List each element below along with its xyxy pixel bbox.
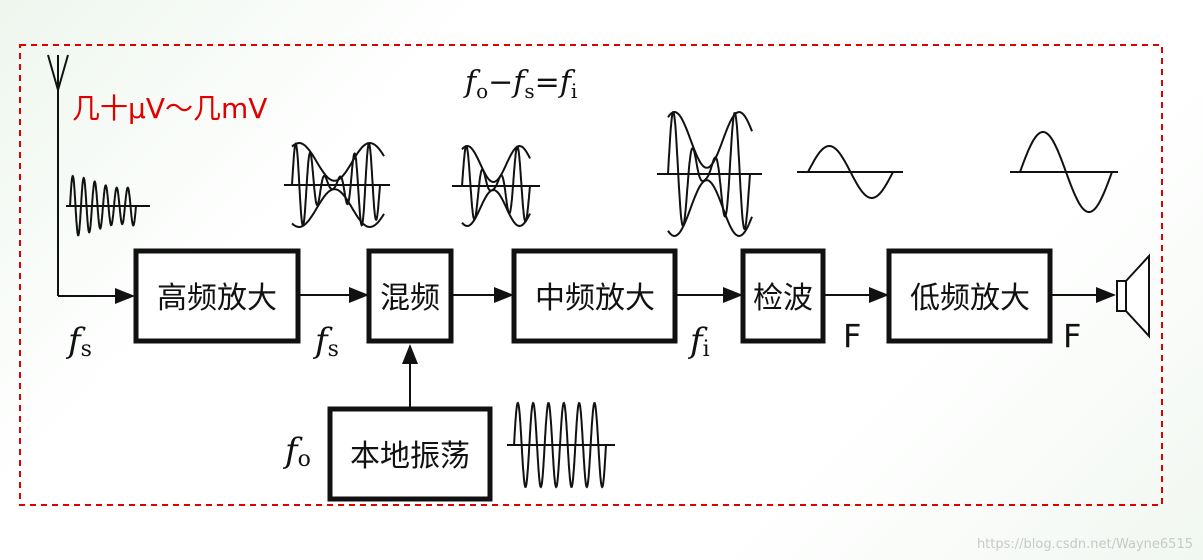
- watermark-text: https://blog.csdn.net/Wayne6515: [976, 537, 1193, 552]
- mixer-envelope-top: [461, 144, 531, 184]
- detector-label: 检波: [753, 281, 813, 316]
- speaker-icon: [1116, 253, 1150, 339]
- rf-amp-wave-icon: [291, 142, 381, 228]
- rf-wave-icon: [69, 174, 137, 237]
- input-range-note: 几十μV～几mV: [72, 92, 267, 125]
- mixer-wave-icon: [461, 145, 531, 223]
- mixer-label: 混频: [380, 281, 440, 316]
- freq-label-antenna: fs: [65, 321, 92, 362]
- local-osc-label: 本地振荡: [350, 439, 470, 474]
- mixer-envelope-bottom: [461, 188, 531, 228]
- if-amp-envelope-bottom: [667, 179, 753, 238]
- antenna-icon: [47, 54, 69, 296]
- rf-amp-envelope-top: [291, 141, 385, 182]
- dashed-frame: [19, 44, 1163, 506]
- rf-amp-box: [133, 248, 301, 344]
- if-amp-label: 中频放大: [535, 281, 655, 316]
- af-amp-box: [886, 248, 1053, 344]
- freq-label-detector-out: F: [843, 317, 861, 355]
- detector-box: [740, 248, 826, 344]
- if-amp-envelope-top: [667, 110, 753, 169]
- frequency-formula: fo−fs=fi: [463, 65, 577, 103]
- freq-label-if-out: fi: [687, 321, 710, 362]
- af-amp-wave-icon: [1019, 131, 1113, 213]
- if-amp-box: [511, 248, 678, 344]
- lo-wave-icon: [513, 401, 607, 489]
- mixer-box: [366, 248, 454, 344]
- detector-wave-icon: [807, 145, 894, 199]
- freq-label-lo: fo: [282, 431, 311, 472]
- freq-label-rf-out: fs: [312, 321, 339, 362]
- af-amp-label: 低频放大: [910, 281, 1030, 316]
- if-amp-wave-icon: [667, 111, 751, 231]
- rf-amp-envelope-bottom: [291, 188, 385, 229]
- freq-label-af-out: F: [1063, 317, 1081, 355]
- rf-amp-label: 高频放大: [157, 281, 277, 316]
- local-osc-box: [327, 406, 493, 502]
